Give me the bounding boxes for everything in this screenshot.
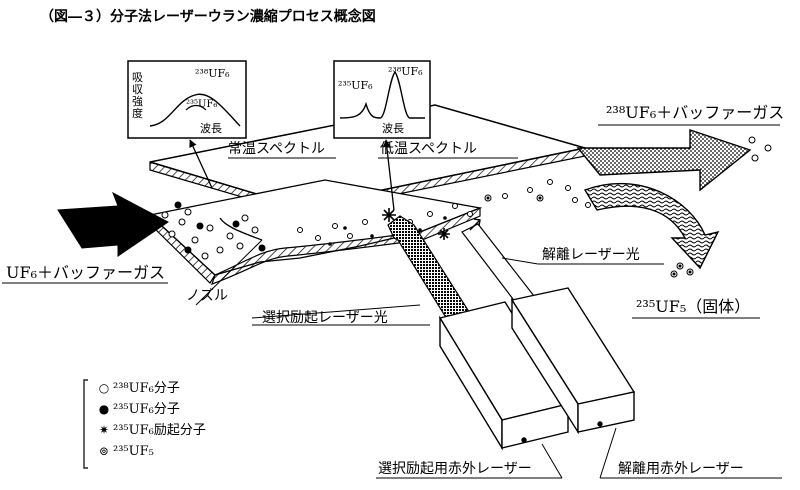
solid-product-arrow (583, 182, 720, 270)
room-inset-peak-235: ²³⁵UF₆ (186, 99, 218, 110)
filled-circle-icon: ● (98, 402, 110, 416)
dissociation-laser-device (510, 287, 636, 435)
product-gas-arrow (576, 129, 752, 192)
legend-item: ● ²³⁵UF₆分子 (95, 399, 206, 420)
label-product-gas: ²³⁸UF₆＋バッファーガス (606, 103, 785, 122)
dotted-circle-icon: ⊚ (98, 444, 110, 458)
selective-laser-device (438, 301, 570, 451)
label-feed-gas: UF₆＋バッファーガス (6, 263, 166, 282)
legend-text: ²³⁵UF₆励起分子 (113, 423, 206, 438)
low-inset-peak-235: ²³⁵UF₆ (338, 79, 373, 92)
room-inset-xlabel: 波長 (200, 122, 222, 135)
label-selective-laser-beam: 選択励起レーザー光 (262, 310, 388, 326)
star-burst-icon: ✷ (98, 423, 110, 437)
label-low-temp-spectrum: 低温スペクトル (380, 141, 478, 157)
legend-item: ⊚ ²³⁵UF₅ (95, 441, 206, 462)
legend-item: ○ ²³⁸UF₆分子 (95, 378, 206, 399)
legend-item: ✷ ²³⁵UF₆励起分子 (95, 420, 206, 441)
room-inset-ylabel: 吸収強度 (132, 71, 143, 120)
label-solid-product: ²³⁵UF₅（固体） (636, 297, 751, 316)
feed-gas-arrow (57, 191, 169, 257)
low-temp-spectrum-inset (333, 60, 431, 139)
legend-text: ²³⁵UF₆分子 (113, 402, 180, 417)
molecules (161, 136, 772, 278)
legend-text: ²³⁸UF₆分子 (113, 381, 180, 396)
diagram-title: （図―３）分子法レーザーウラン濃縮プロセス概念図 (40, 9, 376, 25)
legend-text: ²³⁵UF₅ (113, 444, 154, 459)
label-dissociation-ir-laser: 解離用赤外レーザー (618, 461, 744, 477)
low-inset-xlabel: 波長 (382, 122, 404, 135)
nozzle-throat (219, 217, 263, 241)
room-inset-peak-238: ²³⁸UF₆ (195, 67, 230, 80)
bottom-plate (147, 179, 483, 285)
open-circle-icon: ○ (98, 381, 110, 395)
label-selective-ir-laser: 選択励起用赤外レーザー (378, 461, 532, 477)
label-nozzle: ノズル (186, 288, 228, 304)
legend: ○ ²³⁸UF₆分子 ● ²³⁵UF₆分子 ✷ ²³⁵UF₆励起分子 ⊚ ²³⁵… (95, 378, 206, 462)
label-dissociation-laser-beam: 解離レーザー光 (542, 247, 640, 263)
label-room-temp-spectrum: 常温スペクトル (228, 141, 326, 157)
room-temp-spectrum-inset (127, 60, 247, 139)
low-inset-peak-238: ²³⁸UF₆ (388, 65, 423, 78)
